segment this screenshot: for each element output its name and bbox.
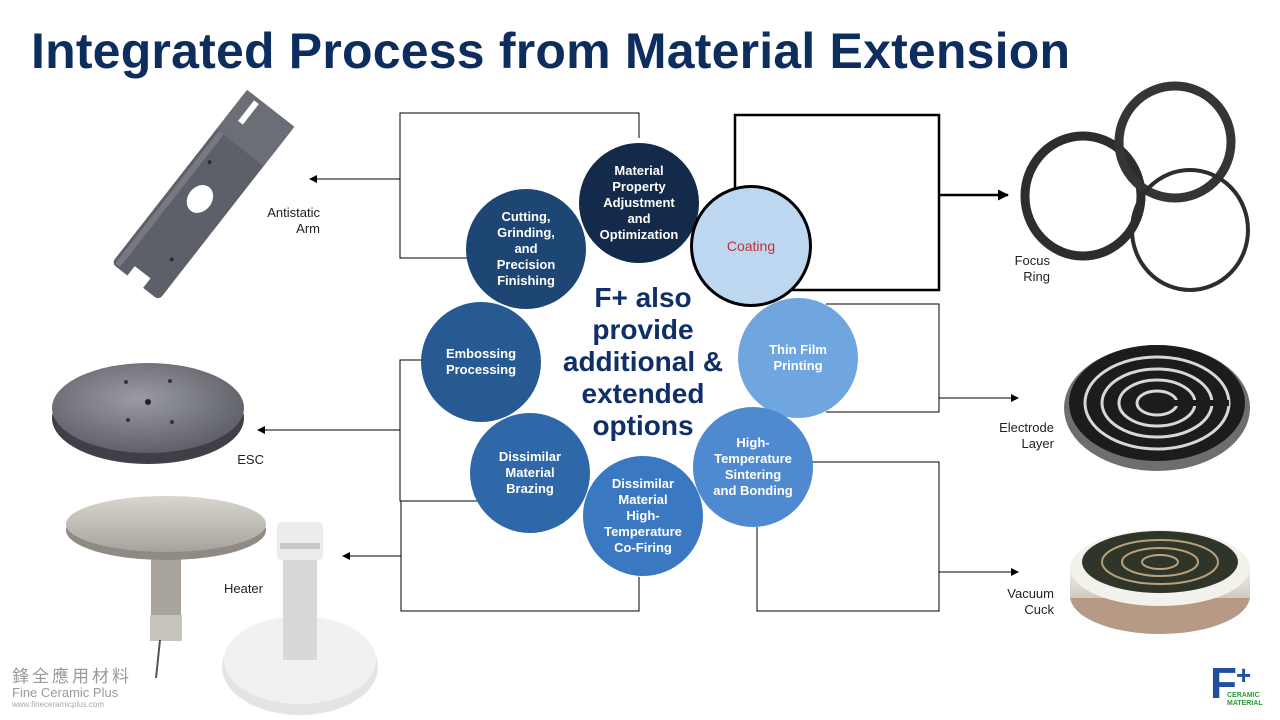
vacuum-chuck-image	[1070, 530, 1250, 634]
process-label-line: Coating	[726, 238, 776, 254]
label-focus-ring: Focus Ring	[1014, 253, 1050, 284]
brand-logo: F + CERAMIC MATERIAL	[1210, 662, 1268, 712]
process-label-line: Material	[618, 492, 668, 507]
process-label-line: Dissimilar	[498, 449, 562, 464]
process-label-line: Finishing	[497, 273, 555, 288]
process-label-line: Material	[505, 465, 555, 480]
connector-lines	[257, 112, 1019, 612]
process-label-line: Processing	[445, 362, 517, 377]
process-label-line: Grinding,	[497, 225, 555, 240]
label-antistatic-arm: Antistatic Arm	[267, 205, 320, 236]
heater-image	[66, 496, 378, 715]
label-vacuum-chuck: Vacuum Cuck	[1007, 586, 1054, 617]
process-label-line: and	[627, 211, 651, 226]
brand-mark: F	[1210, 659, 1237, 708]
process-label-line: High-	[736, 435, 770, 450]
process-label-line: Co-Firing	[614, 540, 672, 555]
company-name-chinese: 鋒全應用材料	[12, 667, 132, 687]
process-label-line: Cutting,	[501, 209, 551, 224]
company-url: www.fineceramicplus.com	[12, 700, 105, 709]
center-line: additional &	[562, 346, 724, 377]
process-label-line: High-	[626, 508, 660, 523]
electrode-layer-image	[1064, 345, 1250, 471]
label-heater: Heater	[223, 581, 263, 596]
process-label: Coating	[727, 238, 775, 254]
center-line: F+ also	[594, 282, 692, 313]
process-label-line: Precision	[496, 257, 556, 272]
label-esc: ESC	[237, 452, 264, 467]
esc-image	[52, 363, 244, 464]
center-statement: F+ also provide additional & extended op…	[553, 282, 733, 442]
process-label-line: Optimization	[599, 227, 679, 242]
process-label-line: Property	[612, 179, 666, 194]
process-label-line: Adjustment	[603, 195, 675, 210]
process-label-line: and	[514, 241, 538, 256]
page-title: Integrated Process from Material Extensi…	[31, 23, 1071, 79]
center-line: extended	[581, 378, 705, 409]
center-line: provide	[592, 314, 694, 345]
process-label-line: and Bonding	[713, 483, 793, 498]
process-label-line: Embossing	[445, 346, 517, 361]
label-electrode-layer: Electrode Layer	[999, 420, 1054, 451]
process-label-line: Sintering	[724, 467, 782, 482]
brand-plus: +	[1236, 660, 1252, 690]
process-coating: Coating	[690, 185, 812, 307]
antistatic-arm-image	[113, 89, 295, 299]
process-label-line: Dissimilar	[611, 476, 675, 491]
process-label-line: Temperature	[604, 524, 682, 539]
process-label-line: Temperature	[714, 451, 792, 466]
process-label-line: Material	[614, 163, 664, 178]
coating-bracket	[733, 113, 941, 292]
process-label-line: Thin Film	[769, 342, 827, 357]
brand-subtitle: CERAMIC MATERIAL	[1227, 692, 1263, 707]
center-line: options	[592, 410, 694, 441]
process-label-line: Brazing	[506, 481, 554, 496]
focus-ring-image	[1020, 81, 1250, 292]
company-name-english: Fine Ceramic Plus	[12, 685, 119, 700]
process-label-line: Printing	[773, 358, 823, 373]
